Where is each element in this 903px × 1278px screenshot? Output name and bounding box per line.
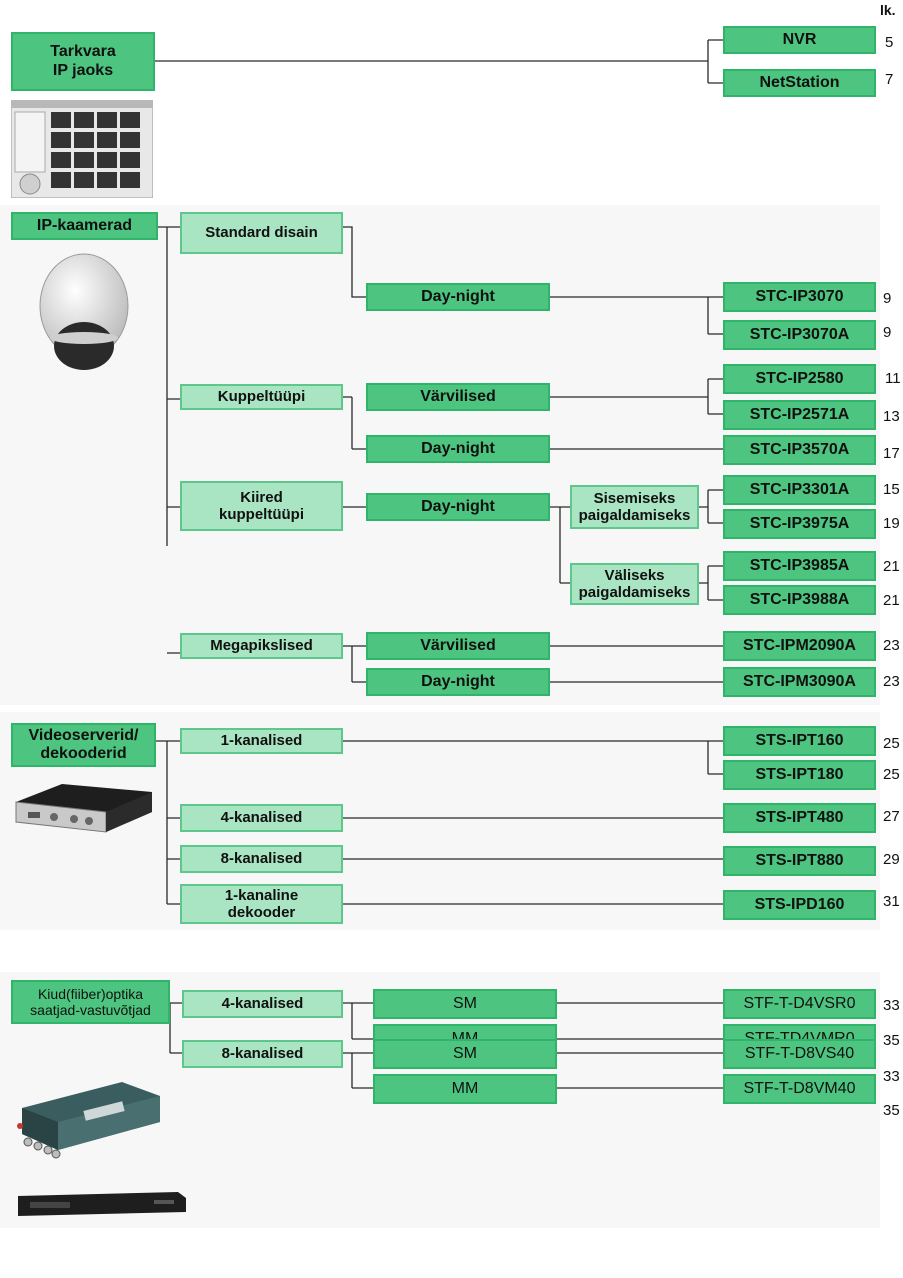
- page-number: 31: [883, 893, 900, 910]
- product-stc-ip3988a: STC-IP3988A: [723, 585, 876, 615]
- page-column-header: lk.: [880, 2, 896, 18]
- category-fiber-optics: Kiud(fiiber)optika saatjad-vastuvõtjad: [11, 980, 170, 1024]
- product-sts-ipd160: STS-IPD160: [723, 890, 876, 920]
- page-number: 33: [883, 1068, 900, 1085]
- video-server-image: [15, 784, 152, 833]
- product-stc-ipm2090a: STC-IPM2090A: [723, 631, 876, 661]
- product-stf-t-d8vs40: STF-T-D8VS40: [723, 1039, 876, 1069]
- page-number: 35: [883, 1032, 900, 1049]
- product-stc-ip3975a: STC-IP3975A: [723, 509, 876, 539]
- page-number: 33: [883, 997, 900, 1014]
- page-number: 25: [883, 766, 900, 783]
- product-stf-t-d8vm40: STF-T-D8VM40: [723, 1074, 876, 1104]
- software-screenshot-image: [11, 100, 153, 198]
- type-day-night: Day-night: [366, 283, 550, 311]
- rack-unit-image: [18, 1192, 186, 1216]
- subcategory-dome: Kuppeltüüpi: [180, 384, 343, 410]
- subcategory-8-channel: 8-kanalised: [182, 1040, 343, 1068]
- product-stc-ip3070a: STC-IP3070A: [723, 320, 876, 350]
- product-sts-ipt880: STS-IPT880: [723, 846, 876, 876]
- page-number: 23: [883, 637, 900, 654]
- product-stc-ip2571a: STC-IP2571A: [723, 400, 876, 430]
- page-number: 25: [883, 735, 900, 752]
- installation-outdoor: Väliseks paigaldamiseks: [570, 563, 699, 605]
- product-stf-t-d4vsr0: STF-T-D4VSR0: [723, 989, 876, 1019]
- product-sts-ipt180: STS-IPT180: [723, 760, 876, 790]
- mode-sm: SM: [373, 1039, 557, 1069]
- type-color: Värvilised: [366, 632, 550, 660]
- subcategory-8-channel: 8-kanalised: [180, 845, 343, 873]
- product-sts-ipt160: STS-IPT160: [723, 726, 876, 756]
- page-number: 7: [885, 71, 894, 88]
- category-software: Tarkvara IP jaoks: [11, 32, 155, 91]
- mode-sm: SM: [373, 989, 557, 1019]
- subcategory-megapixel: Megapikslised: [180, 633, 343, 659]
- subcategory-4-channel: 4-kanalised: [180, 804, 343, 832]
- page-number: 9: [883, 324, 892, 341]
- product-stc-ip3985a: STC-IP3985A: [723, 551, 876, 581]
- product-stc-ipm3090a: STC-IPM3090A: [723, 667, 876, 697]
- product-sts-ipt480: STS-IPT480: [723, 803, 876, 833]
- type-day-night: Day-night: [366, 435, 550, 463]
- page-number: 9: [883, 290, 892, 307]
- page-number: 17: [883, 445, 900, 462]
- product-nvr: NVR: [723, 26, 876, 54]
- page-number: 11: [885, 370, 901, 387]
- category-video-servers: Videoserverid/ dekooderid: [11, 723, 156, 767]
- product-stc-ip3301a: STC-IP3301A: [723, 475, 876, 505]
- page-number: 35: [883, 1102, 900, 1119]
- fiber-transceiver-image: [17, 1082, 160, 1159]
- page-number: 29: [883, 851, 900, 868]
- page-number: 5: [885, 34, 894, 51]
- page-number: 21: [883, 558, 900, 575]
- page-number: 19: [883, 515, 900, 532]
- product-stc-ip3070: STC-IP3070: [723, 282, 876, 312]
- subcategory-1-channel-decoder: 1-kanaline dekooder: [180, 884, 343, 924]
- subcategory-standard-design: Standard disain: [180, 212, 343, 254]
- page-number: 23: [883, 673, 900, 690]
- category-ip-cameras: IP-kaamerad: [11, 212, 158, 240]
- page-number: 15: [883, 481, 900, 498]
- product-stc-ip2580: STC-IP2580: [723, 364, 876, 394]
- installation-indoor: Sisemiseks paigaldamiseks: [570, 485, 699, 529]
- product-stc-ip3570a: STC-IP3570A: [723, 435, 876, 465]
- subcategory-1-channel: 1-kanalised: [180, 728, 343, 754]
- subcategory-speed-dome: Kiired kuppeltüüpi: [180, 481, 343, 531]
- mode-mm: MM: [373, 1074, 557, 1104]
- page-number: 27: [883, 808, 900, 825]
- dome-camera-image: [39, 253, 129, 370]
- page-number: 21: [883, 592, 900, 609]
- subcategory-4-channel: 4-kanalised: [182, 990, 343, 1018]
- type-day-night: Day-night: [366, 668, 550, 696]
- type-day-night: Day-night: [366, 493, 550, 521]
- product-netstation: NetStation: [723, 69, 876, 97]
- page-number: 13: [883, 408, 900, 425]
- type-color: Värvilised: [366, 383, 550, 411]
